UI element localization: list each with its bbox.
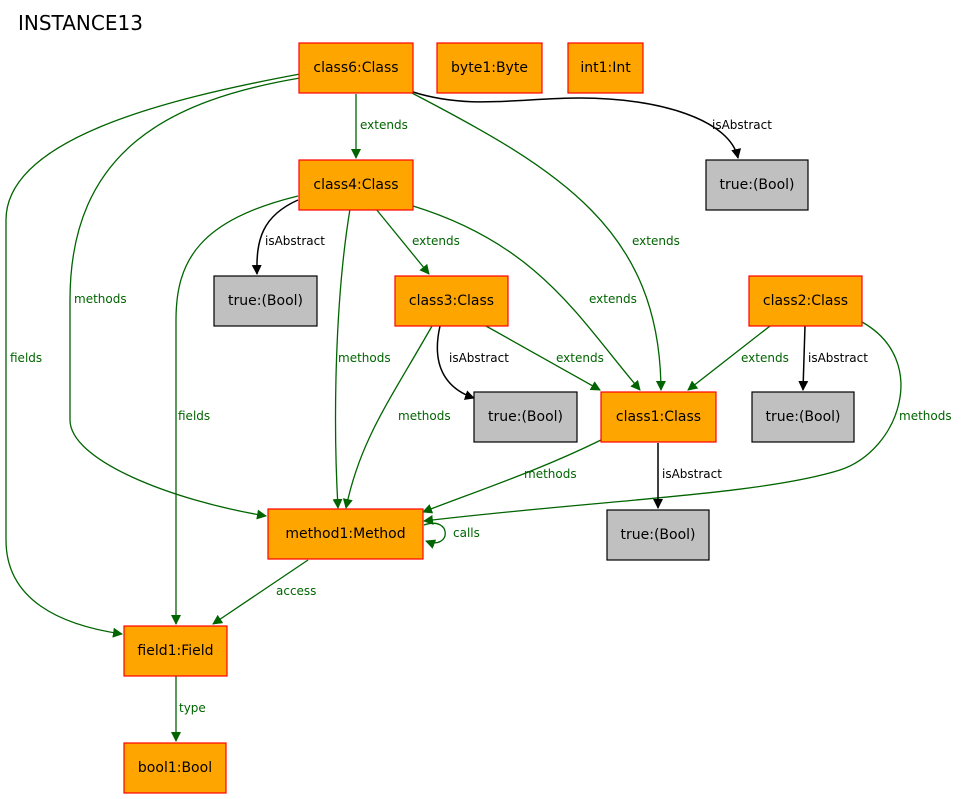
node-label: true:(Bool) (228, 293, 303, 309)
node-label: true:(Bool) (766, 409, 841, 425)
node-label: true:(Bool) (621, 527, 696, 543)
edge-c6-f1-fields: fields (5, 73, 301, 638)
node-label: int1:Int (580, 60, 631, 76)
node-label: class4:Class (313, 177, 398, 193)
node-class6: class6:Class (298, 42, 414, 94)
edge-c3-true-isabstract: isAbstract (436, 325, 509, 400)
edge-label: extends (632, 234, 680, 248)
edge-c4-c3-extends: extends (375, 208, 460, 275)
edge-label: access (276, 584, 316, 598)
edge-c6-c4-extends: extends (351, 94, 408, 159)
edge-c2-c1-extends: extends (687, 325, 789, 391)
edge-label: methods (338, 351, 391, 365)
edge-label: fields (178, 409, 210, 423)
edge-label: extends (412, 234, 460, 248)
node-class4: class4:Class (298, 159, 414, 211)
node-bool1: bool1:Bool (123, 742, 227, 794)
edge-c1-m1-methods: methods (422, 439, 602, 514)
node-label: field1:Field (137, 643, 213, 659)
node-label: true:(Bool) (488, 409, 563, 425)
node-label: bool1:Bool (138, 760, 212, 776)
edge-label: methods (524, 467, 577, 481)
edge-c4-f1-fields: fields (171, 195, 299, 625)
edge-label: isAbstract (662, 467, 722, 481)
node-int1: int1:Int (567, 42, 644, 94)
edge-c4-m1-methods: methods (332, 208, 391, 509)
node-label: method1:Method (285, 526, 405, 542)
node-true-class4: true:(Bool) (213, 275, 318, 327)
edge-m1-f1-access: access (212, 559, 316, 625)
node-true-class2: true:(Bool) (751, 391, 855, 443)
edge-label: fields (10, 351, 42, 365)
node-method1: method1:Method (267, 508, 424, 560)
node-label: class6:Class (313, 60, 398, 76)
node-label: class2:Class (763, 293, 848, 309)
edge-label: calls (453, 526, 480, 540)
node-label: byte1:Byte (451, 60, 528, 76)
edge-label: isAbstract (449, 351, 509, 365)
node-class2: class2:Class (748, 275, 863, 327)
edge-label: extends (741, 351, 789, 365)
edge-m1-m1-calls: calls (423, 522, 480, 549)
edge-c6-true-isabstract: isAbstract (412, 91, 772, 159)
edge-label: extends (556, 351, 604, 365)
diagram-title: INSTANCE13 (18, 11, 143, 35)
node-field1: field1:Field (123, 625, 228, 677)
edge-c4-true-isabstract: isAbstract (251, 199, 325, 275)
edge-label: methods (74, 292, 127, 306)
edge-label: isAbstract (265, 234, 325, 248)
edge-c1-true-isabstract: isAbstract (653, 443, 722, 509)
edge-c4-c1-extends: extends (412, 205, 641, 391)
edge-label: isAbstract (712, 118, 772, 132)
edge-label: type (179, 701, 206, 715)
edge-label: methods (899, 409, 952, 423)
node-true-class3: true:(Bool) (473, 391, 578, 443)
node-label: true:(Bool) (720, 177, 795, 193)
edge-c6-c1-extends: extends (409, 91, 680, 391)
node-byte1: byte1:Byte (436, 42, 543, 94)
edge-label: extends (360, 118, 408, 132)
edge-f1-b1-type: type (171, 676, 206, 742)
edge-c6-m1-methods: methods (69, 77, 301, 520)
edge-label: methods (398, 409, 451, 423)
edge-c2-true-isabstract: isAbstract (798, 325, 868, 391)
edge-c3-m1-methods: methods (342, 325, 451, 509)
node-true-class1: true:(Bool) (606, 509, 710, 561)
edge-c3-c1-extends: extends (485, 325, 604, 391)
node-label: class3:Class (409, 293, 494, 309)
node-class1: class1:Class (600, 391, 717, 443)
node-class3: class3:Class (394, 275, 509, 327)
edge-label: extends (589, 292, 637, 306)
node-label: class1:Class (616, 409, 701, 425)
edge-c2-m1-methods: methods (423, 321, 952, 525)
edge-label: isAbstract (808, 351, 868, 365)
node-true-class6: true:(Bool) (705, 159, 809, 211)
